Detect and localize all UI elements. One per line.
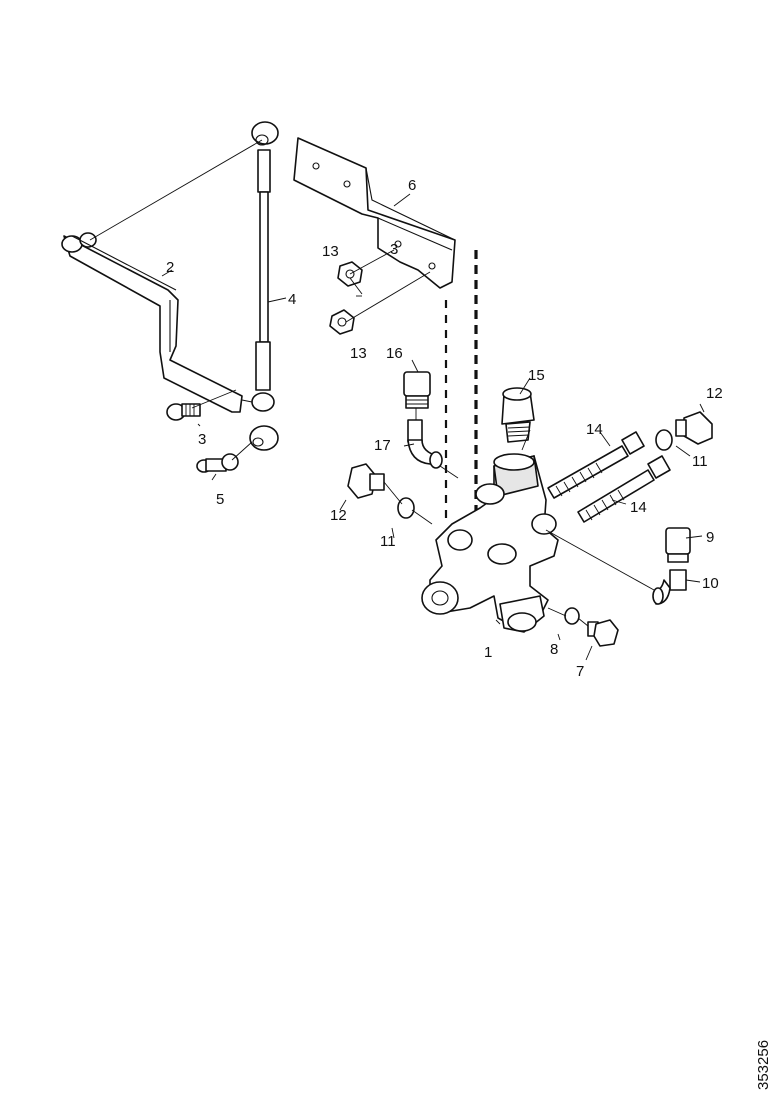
valve-body-part-1: [421, 453, 559, 633]
rod-part-4: [249, 121, 279, 451]
fitting-part-9: [665, 527, 691, 563]
plug-part-12-right: [675, 411, 713, 445]
callout-13-lower: 13: [350, 345, 367, 362]
callout-14-upper: 14: [586, 421, 603, 438]
callout-13-upper: 13: [322, 243, 339, 260]
callout-1: 1: [484, 644, 492, 661]
fitting-part-16: [403, 371, 431, 409]
elbow-part-10: [652, 569, 687, 605]
seal-ring-part-8: [564, 607, 580, 625]
pin-part-5: [196, 453, 239, 473]
bolt-part-3: [166, 403, 201, 421]
callout-12-left: 12: [330, 507, 347, 524]
seal-ring-part-11-left: [397, 497, 415, 519]
fitting-part-15: [501, 387, 535, 443]
bracket-part-6: [293, 137, 456, 289]
callout-8: 8: [550, 641, 558, 658]
callout-5: 5: [216, 491, 224, 508]
plug-part-12-left: [347, 463, 385, 499]
callout-14-lower: 14: [630, 499, 647, 516]
reference-code: 353256: [755, 1040, 772, 1090]
seal-ring-part-11-right: [655, 429, 673, 451]
callout-3-upper: 3: [390, 241, 398, 258]
callout-2: 2: [166, 259, 174, 276]
elbow-part-17: [407, 419, 443, 469]
callout-10: 10: [702, 575, 719, 592]
callout-11-left: 11: [380, 533, 396, 550]
callout-11-right: 11: [692, 453, 708, 470]
callout-7: 7: [576, 663, 584, 680]
callout-3-lower: 3: [198, 431, 206, 448]
lever-part-2: [61, 232, 243, 413]
callout-12-right: 12: [706, 385, 723, 402]
callout-17: 17: [374, 437, 391, 454]
callout-4: 4: [288, 291, 296, 308]
bolt-part-14-lower: [577, 455, 671, 523]
leader-lines: [89, 139, 705, 661]
callout-16: 16: [386, 345, 403, 362]
nut-part-13-lower: [329, 309, 355, 335]
callout-9: 9: [706, 529, 714, 546]
plug-part-7: [587, 619, 619, 647]
bolt-part-14-upper: [547, 431, 645, 499]
callout-6: 6: [408, 177, 416, 194]
callout-15: 15: [528, 367, 545, 384]
